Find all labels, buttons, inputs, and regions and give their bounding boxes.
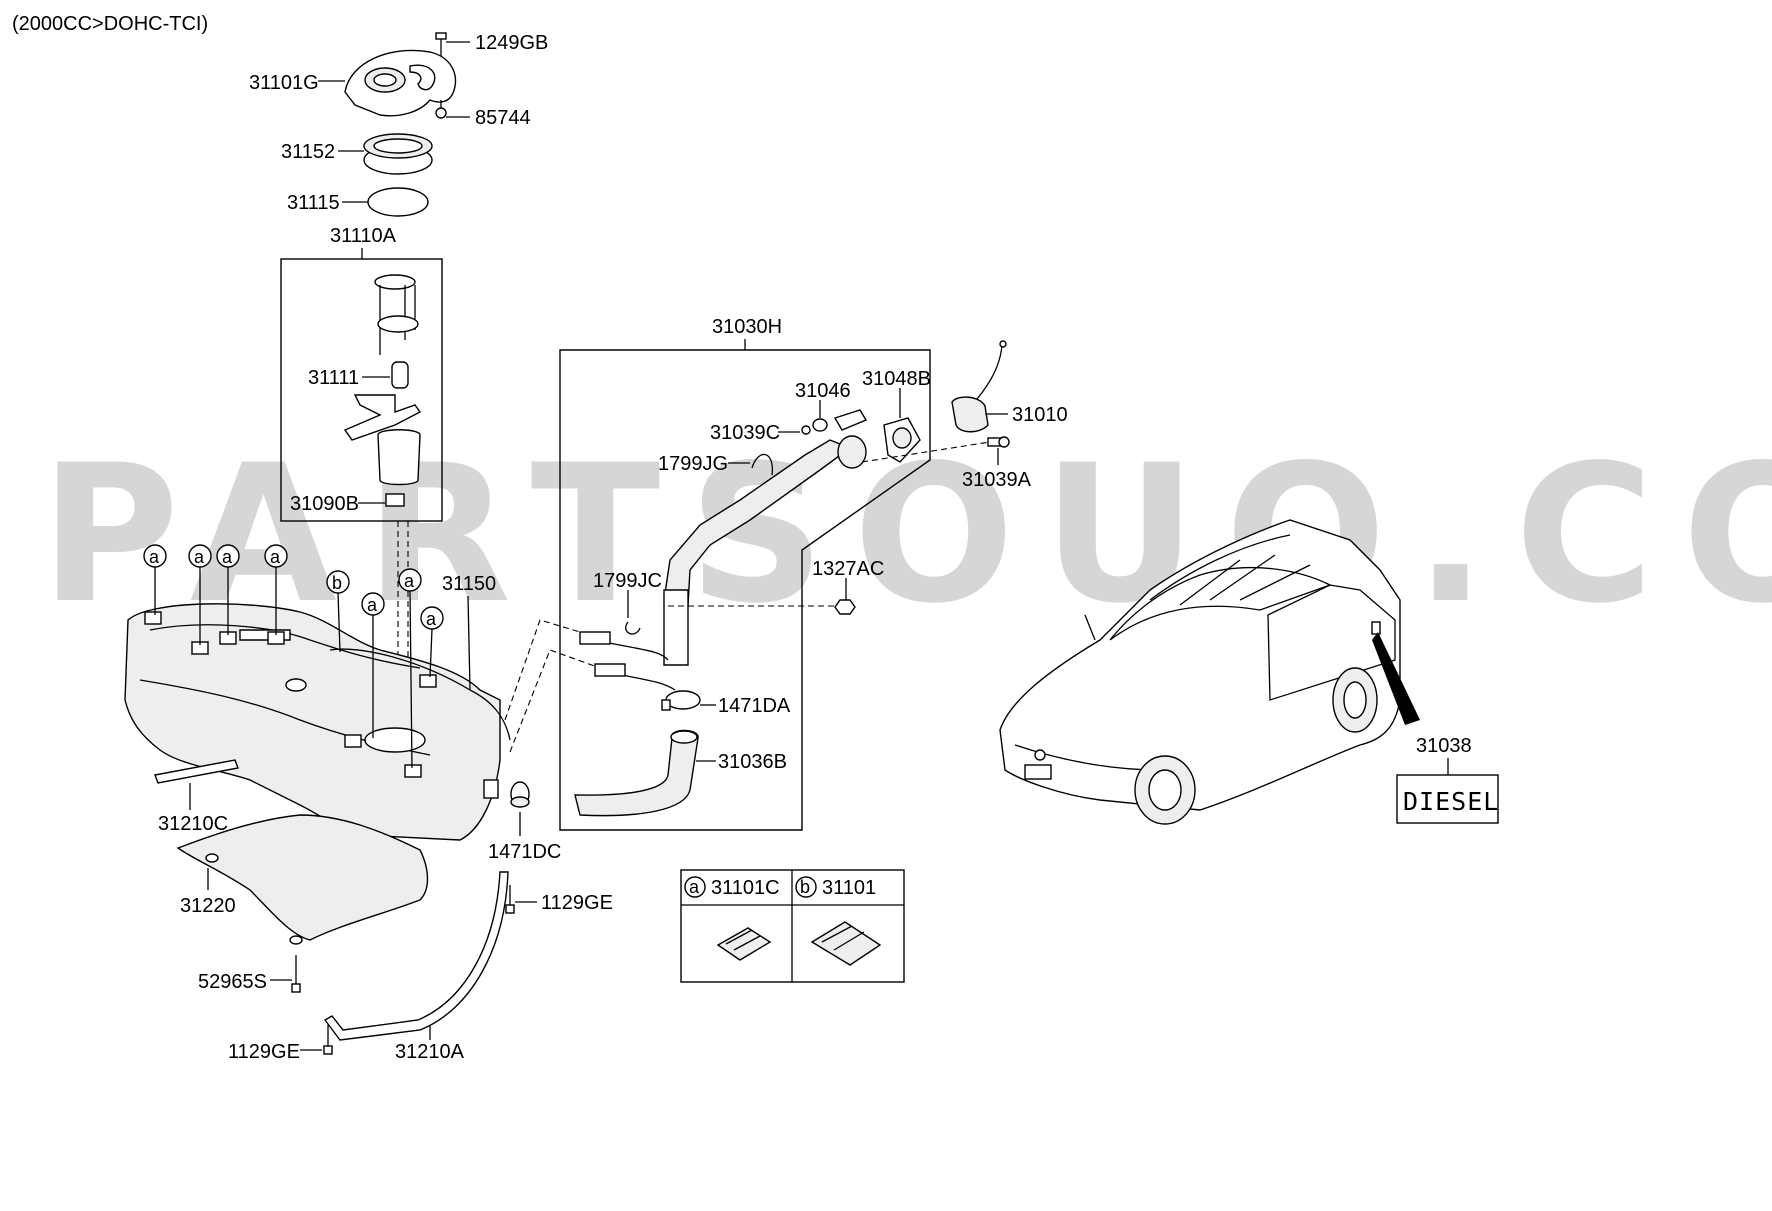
hose-clamp-1471DC[interactable] [510, 781, 530, 808]
svg-text:a: a [149, 547, 160, 567]
bolt-52965S[interactable] [291, 955, 301, 993]
legend-a-part: 31101C [711, 877, 780, 899]
tank-strap-31210A[interactable] [323, 871, 509, 1041]
callout-b-1: b [326, 570, 350, 594]
filler-hose-31036B[interactable] [574, 729, 699, 817]
bolt-1129GE-upper[interactable] [505, 885, 515, 914]
watermark: PARTSOUQ.COM [40, 424, 1772, 645]
part-label-31010[interactable]: 31010 [1012, 404, 1068, 426]
callout-a-4: a [264, 544, 288, 568]
part-label-31111[interactable]: 31111 [308, 367, 359, 389]
part-label-31048B[interactable]: 31048B [862, 368, 931, 390]
grommet-31046[interactable] [812, 409, 868, 432]
callout-a-1: a [143, 544, 167, 568]
part-label-31150[interactable]: 31150 [442, 573, 496, 595]
clip-1799JC[interactable] [625, 621, 641, 635]
svg-text:b: b [332, 573, 342, 593]
fuel-tank[interactable] [124, 603, 511, 841]
diesel-label-pointer [1372, 632, 1420, 725]
fuel-pump-assembly-box-31110A [280, 258, 443, 522]
svg-text:a: a [222, 547, 233, 567]
callout-a-3: a [216, 544, 240, 568]
part-label-31036B[interactable]: 31036B [718, 751, 787, 773]
filler-neck-pipe[interactable] [579, 435, 867, 691]
svg-text:a: a [404, 571, 415, 591]
screw-31039A[interactable] [987, 436, 1010, 448]
part-label-1327AC[interactable]: 1327AC [812, 558, 884, 580]
nut-85744[interactable] [435, 100, 447, 119]
part-label-31046[interactable]: 31046 [795, 380, 851, 402]
part-label-31210A[interactable]: 31210A [395, 1041, 465, 1063]
engine-spec-header: (2000CC>DOHC-TCI) [12, 13, 208, 35]
pump-cover-plate-31101G[interactable] [344, 49, 457, 117]
lock-ring-31152[interactable] [363, 133, 433, 175]
tank-strap-31210C[interactable] [154, 759, 239, 784]
clip-1799JG[interactable] [751, 453, 773, 476]
fuel-cap-31010[interactable] [951, 340, 1007, 433]
bolt-1249GB[interactable] [435, 32, 447, 56]
part-label-1249GB[interactable]: 1249GB [475, 32, 548, 54]
filler-neck-box-31030H [559, 349, 931, 831]
nut-1327AC[interactable] [834, 599, 856, 615]
svg-text:a: a [426, 609, 437, 629]
callout-a-7: a [420, 606, 444, 630]
diesel-label-text: DIESEL [1403, 787, 1499, 816]
svg-text:a: a [270, 547, 281, 567]
part-label-1129GE-lower[interactable]: 1129GE [228, 1041, 300, 1063]
heat-shield-31220[interactable] [176, 814, 429, 945]
part-label-1799JG[interactable]: 1799JG [658, 453, 728, 475]
svg-text:a: a [194, 547, 205, 567]
part-label-1129GE-upper[interactable]: 1129GE [541, 892, 613, 914]
legend-b-letter: b [800, 877, 810, 897]
part-label-31110A[interactable]: 31110A [330, 225, 397, 247]
part-label-31152[interactable]: 31152 [281, 141, 335, 163]
legend-b-entry[interactable]: b 31101 [795, 876, 882, 966]
bolt-1129GE-lower[interactable] [323, 1025, 333, 1055]
legend-b-part: 31101 [822, 877, 876, 899]
callout-a-5: a [361, 592, 385, 616]
gasket-31048B[interactable] [883, 417, 921, 463]
part-label-52965S[interactable]: 52965S [198, 971, 267, 993]
part-label-31039A[interactable]: 31039A [962, 469, 1032, 491]
clip-31039C[interactable] [801, 425, 811, 435]
part-label-31101G[interactable]: 31101G [249, 72, 319, 94]
callout-a-6: a [398, 568, 422, 592]
part-label-1799JC[interactable]: 1799JC [593, 570, 662, 592]
part-label-31115[interactable]: 31115 [287, 192, 340, 214]
callout-legend-table [680, 869, 905, 983]
part-label-31030H[interactable]: 31030H [712, 316, 782, 338]
part-label-31090B[interactable]: 31090B [290, 493, 359, 515]
svg-text:a: a [367, 595, 378, 615]
part-label-85744[interactable]: 85744 [475, 107, 531, 129]
part-label-1471DC[interactable]: 1471DC [488, 841, 561, 863]
part-label-31038[interactable]: 31038 [1416, 735, 1472, 757]
part-label-31220[interactable]: 31220 [180, 895, 236, 917]
fuel-pump-assembly-parts[interactable] [343, 274, 422, 507]
callout-a-2: a [188, 544, 212, 568]
part-label-31210C[interactable]: 31210C [158, 813, 228, 835]
hose-clamp-1471DA[interactable] [661, 690, 701, 711]
gasket-31115[interactable] [367, 187, 429, 217]
part-label-1471DA[interactable]: 1471DA [718, 695, 791, 717]
legend-a-entry[interactable]: a 31101C [684, 876, 780, 961]
vehicle-illustration [999, 519, 1401, 825]
diesel-label-box[interactable] [1396, 774, 1499, 824]
legend-a-letter: a [689, 877, 700, 897]
part-label-31039C[interactable]: 31039C [710, 422, 780, 444]
